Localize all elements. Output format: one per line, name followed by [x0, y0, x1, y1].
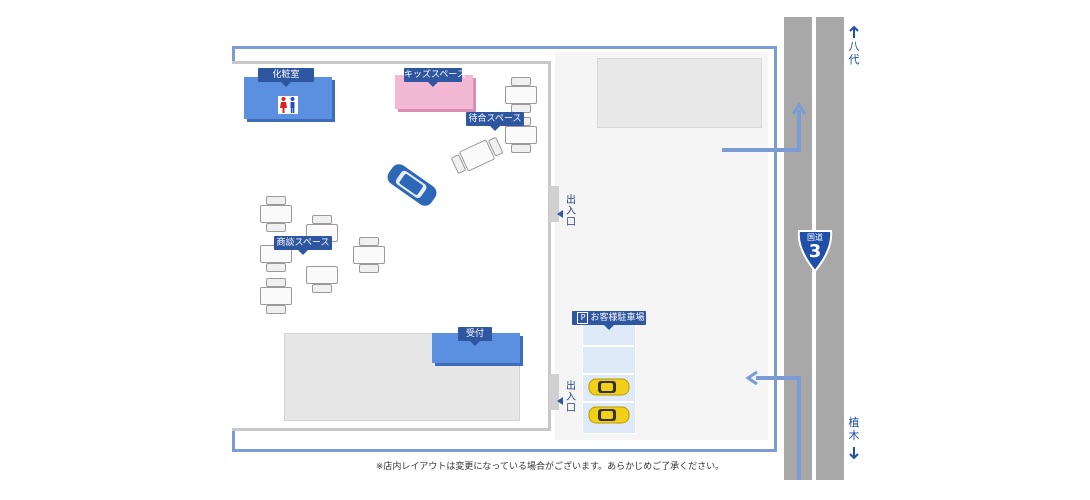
- consult-table-6: [353, 246, 385, 264]
- parking-stall-divider: [582, 345, 634, 347]
- north-arrow-icon: [848, 24, 860, 43]
- consultation-space-label: 商談スペース: [274, 236, 332, 255]
- consult-seat: [266, 223, 286, 232]
- south-arrow-icon: [848, 445, 860, 464]
- entrance-1-label: 出入口: [566, 195, 576, 228]
- south-direction-label: 植木: [848, 416, 860, 442]
- entry-flow-horizontal: [756, 376, 801, 380]
- reception-label: 受付: [458, 327, 492, 346]
- layout-notice: ※店内レイアウトは変更になっている場合がございます。あらかじめご了承ください。: [375, 462, 725, 472]
- consult-seat: [359, 264, 379, 273]
- waiting-table-2: [505, 126, 537, 144]
- consult-seat: [312, 284, 332, 293]
- exit-arrow-icon: [791, 100, 807, 119]
- route-number: 3: [808, 241, 822, 262]
- consult-seat: [266, 305, 286, 314]
- car-icon: [588, 405, 630, 425]
- consult-seat: [266, 196, 286, 205]
- entrance-2-label: 出入口: [566, 381, 576, 414]
- entry-arrow-icon: [555, 391, 565, 410]
- consult-seat: [312, 215, 332, 224]
- consult-table-5: [306, 266, 338, 284]
- parking-label-text: お客様駐車場: [590, 313, 645, 323]
- restroom-label: 化粧室: [258, 68, 314, 87]
- parking-icon: P: [577, 312, 589, 324]
- entry-arrow-icon: [745, 370, 759, 390]
- waiting-space-label: 待合スペース: [466, 112, 524, 131]
- exit-flow-horizontal: [722, 148, 801, 152]
- restroom-icon: [278, 96, 298, 114]
- entrance-2-door: [549, 374, 559, 410]
- waiting-seat: [511, 144, 531, 153]
- car-icon: [588, 377, 630, 397]
- route-shield-icon: [795, 229, 835, 273]
- entrance-1-door: [549, 186, 559, 222]
- waiting-table-1: [505, 86, 537, 104]
- consult-seat: [266, 263, 286, 272]
- consult-seat: [266, 278, 286, 287]
- consult-seat: [359, 237, 379, 246]
- consult-table-1: [260, 205, 292, 223]
- entry-arrow-icon: [555, 204, 565, 223]
- entry-flow-vertical: [797, 376, 801, 480]
- car-icon: [384, 162, 440, 208]
- consult-table-3: [260, 287, 292, 305]
- kids-space-label: キッズスペース: [404, 68, 466, 87]
- waiting-seat: [511, 77, 531, 86]
- exit-flow-vertical: [797, 110, 801, 152]
- annex-building: [597, 58, 762, 128]
- route-label: 国道: [807, 233, 823, 242]
- parking-stall-divider: [582, 401, 634, 403]
- parking-stall-divider: [582, 373, 634, 375]
- north-direction-label: 八代: [848, 40, 860, 66]
